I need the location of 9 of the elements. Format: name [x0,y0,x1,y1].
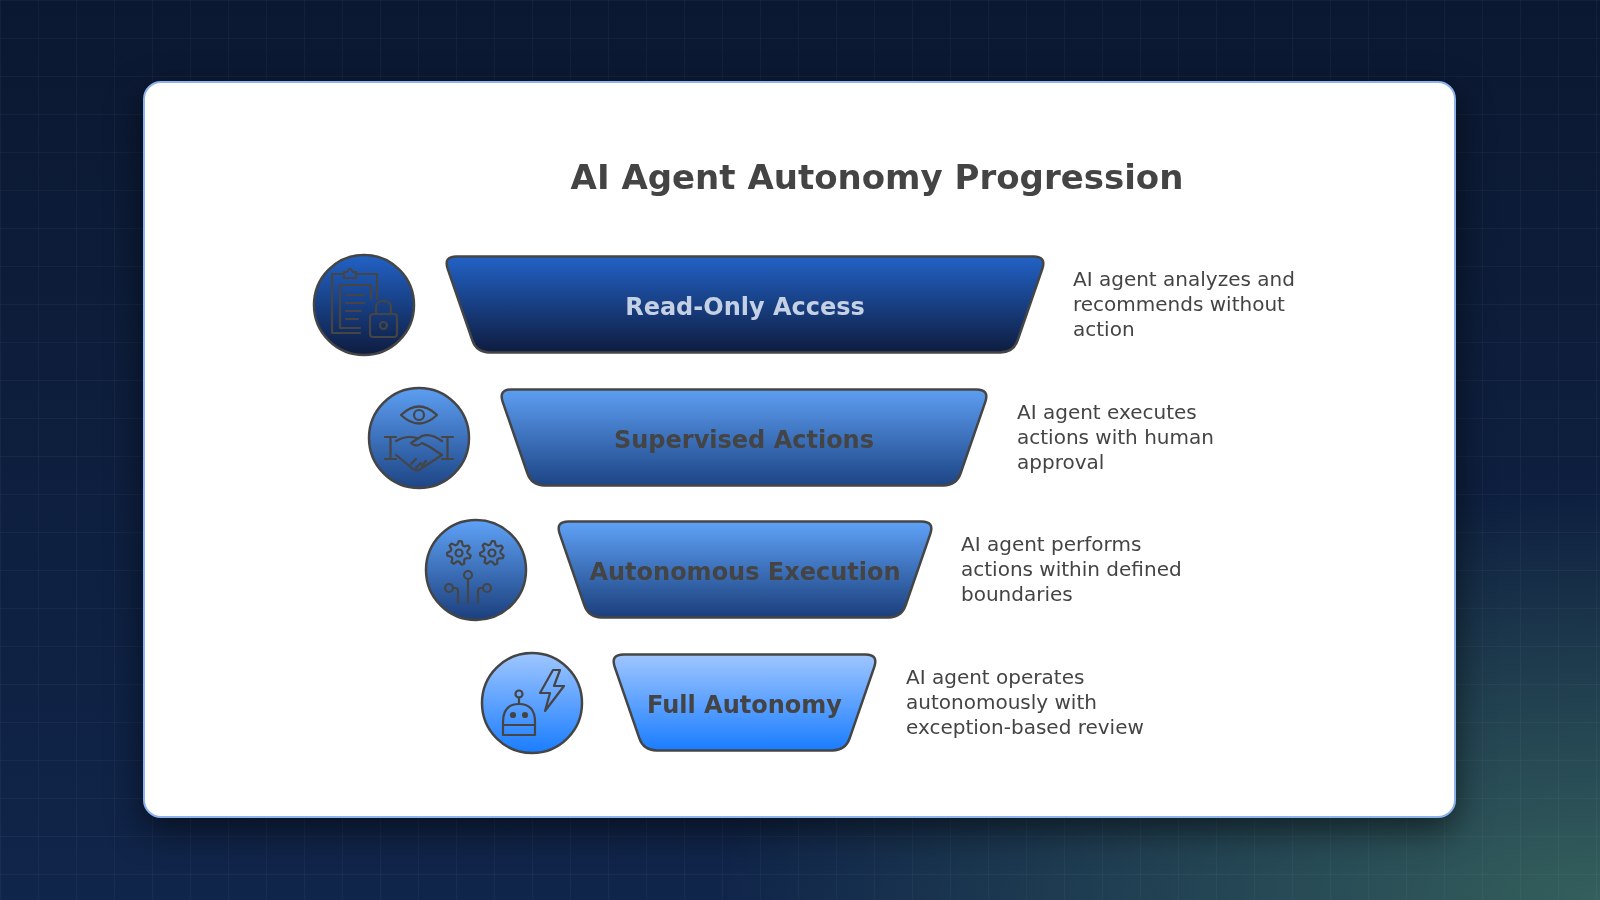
stage-title: Supervised Actions [614,424,874,455]
stage-title: Full Autonomy [647,689,842,720]
stage-title: Read-Only Access [625,291,865,322]
stage-title: Autonomous Execution [589,556,901,587]
stage-description: AI agent executes actions with human approval [1017,400,1215,475]
diagram-title: AI Agent Autonomy Progression [570,156,1184,198]
stage-description: AI agent performs actions within defined boundaries [961,532,1183,607]
stage-description: AI agent analyzes and recommends without action [1073,267,1296,342]
stage-description: AI agent operates autonomously with exception-based review [906,665,1145,740]
